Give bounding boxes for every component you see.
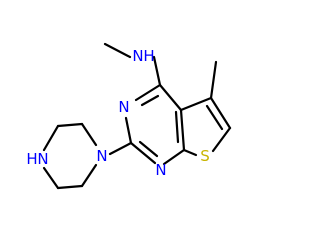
atom-n-methylamine: N <box>132 47 143 65</box>
bond-c5-c6-double <box>205 104 224 131</box>
bond-pip-c6-n1 <box>80 163 98 188</box>
bond-c4a-c4 <box>158 83 183 112</box>
bond-pip-n1-c2 <box>80 122 98 147</box>
bond-c6-s <box>211 126 232 153</box>
bond-c2-n1 <box>129 141 157 165</box>
bond-pip-c5-c6 <box>56 184 84 190</box>
bond-pip-c3-n4 <box>42 124 60 152</box>
bond-c2-n1-double <box>138 140 159 158</box>
bond-c7a-c4a-double <box>174 110 180 144</box>
bond-c5-c6 <box>209 96 232 130</box>
bond-c4-n3-double <box>140 94 160 107</box>
atom-n-piperazine-4: N <box>37 150 48 168</box>
bond-c7a-c4a <box>179 108 186 152</box>
atom-h-methylamine: H <box>143 47 154 65</box>
thienopyrimidine-structure-diagram: N H N N N H N S <box>26 42 232 190</box>
bond-c2-piperazine-n <box>108 141 133 156</box>
bond-pip-n4-c5 <box>42 166 60 190</box>
bond-pip-c2-c3 <box>56 122 84 128</box>
bond-n3-c2 <box>124 116 133 145</box>
atom-n-pyrimidine-1: N <box>155 161 166 179</box>
bond-c4a-c5 <box>179 96 213 112</box>
atom-s-thiophene: S <box>200 147 210 165</box>
bond-c5-methyl <box>209 60 218 100</box>
atom-label-layer: N H N N N H N S <box>26 47 209 179</box>
bond-methyl-nh <box>103 42 132 59</box>
atom-n-pyrimidine-3: N <box>118 98 129 116</box>
bond-nh-c4 <box>152 55 162 87</box>
bond-layer <box>42 42 232 190</box>
bond-s-c7a <box>182 148 198 157</box>
bond-n1-c7a <box>162 148 186 166</box>
bond-c4-n3 <box>134 83 162 102</box>
atom-h-piperazine: H <box>26 150 37 168</box>
atom-n-piperazine-1: N <box>96 147 107 165</box>
